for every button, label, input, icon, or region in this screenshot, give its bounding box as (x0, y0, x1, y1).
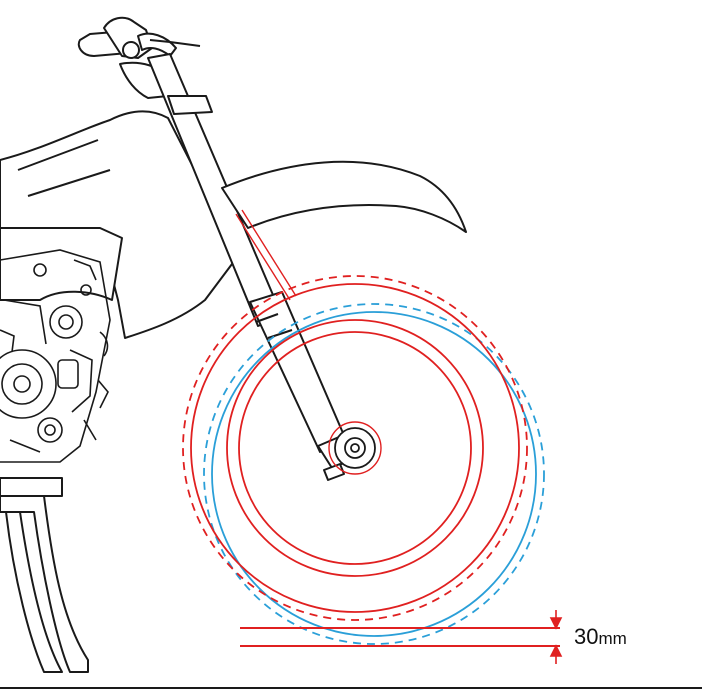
bike-body (0, 110, 236, 339)
dimension-unit: mm (598, 629, 626, 648)
paddock-stand (0, 477, 89, 673)
dimension-value: 30 (574, 624, 598, 649)
dimension-label: 30mm (574, 624, 627, 649)
front-hub (334, 427, 376, 469)
wheel-raised (182, 209, 528, 621)
engine (0, 249, 111, 463)
wheel-lowered (203, 303, 545, 645)
handlebar (77, 16, 201, 99)
front-fender (221, 160, 467, 233)
dimension-guides (240, 627, 560, 647)
dimension-arrow (549, 610, 563, 664)
